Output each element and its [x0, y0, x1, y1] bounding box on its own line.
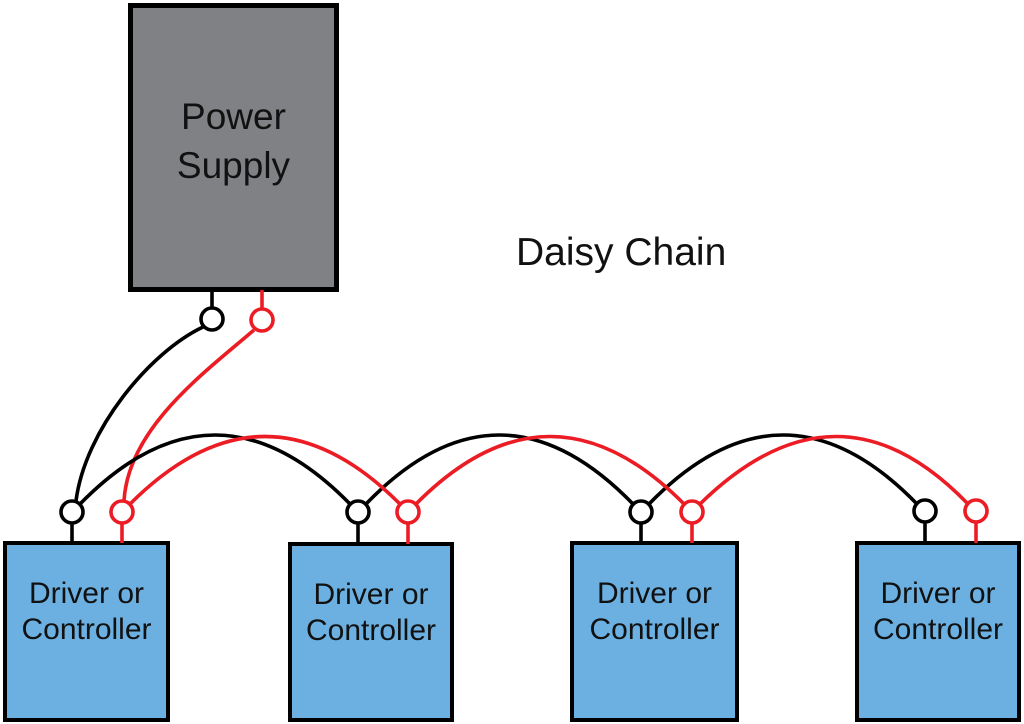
controller-node-4: Driver or Controller [855, 541, 1021, 722]
power-supply-label: Power Supply [176, 95, 291, 186]
controller-label-2: Driver or Controller [305, 578, 437, 647]
wire-ps-to-controller1-negative [74, 325, 204, 502]
wire-link1-negative [78, 433, 352, 506]
controller-label-4: Driver or Controller [872, 577, 1004, 646]
wire-link3-positive [698, 434, 970, 506]
power-supply-node: Power Supply [128, 3, 339, 292]
wire-link2-negative [364, 433, 635, 506]
terminal-controller1-positive [109, 499, 135, 525]
terminal-ps-negative [199, 306, 225, 332]
terminal-controller2-positive [395, 499, 421, 525]
terminal-controller1-negative [59, 499, 85, 525]
terminal-controller3-positive [679, 499, 705, 525]
controller-node-2: Driver or Controller [288, 542, 454, 722]
diagram-title: Daisy Chain [516, 231, 727, 274]
wire-link3-negative [647, 433, 919, 506]
terminal-controller4-positive [963, 498, 989, 524]
terminal-controller3-negative [628, 499, 654, 525]
controller-label-3: Driver or Controller [589, 577, 720, 646]
wire-link2-positive [414, 434, 686, 506]
terminal-ps-positive [249, 307, 275, 333]
terminal-controller4-negative [912, 498, 938, 524]
terminal-controller2-negative [345, 499, 371, 525]
controller-node-3: Driver or Controller [570, 541, 739, 722]
controller-label-1: Driver or Controller [21, 577, 152, 646]
wire-link1-positive [128, 434, 402, 506]
wire-ps-to-controller1-positive [122, 328, 256, 502]
controller-node-1: Driver or Controller [3, 541, 170, 722]
